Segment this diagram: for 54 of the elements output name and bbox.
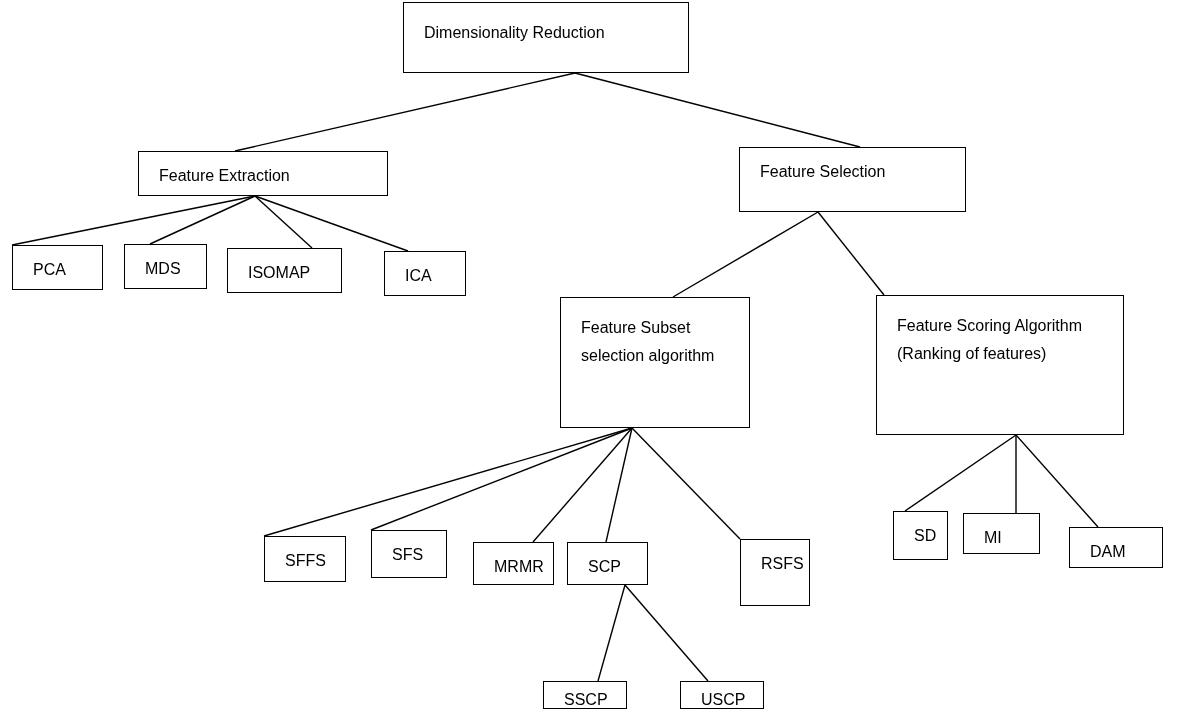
node-label: MDS xyxy=(145,259,181,279)
connector-line xyxy=(817,211,885,296)
node-label: MI xyxy=(984,528,1002,548)
box xyxy=(963,513,1040,554)
box xyxy=(12,245,103,290)
box xyxy=(1069,527,1163,568)
node-label: SFFS xyxy=(285,551,326,571)
connector-line xyxy=(574,72,861,148)
connector-line xyxy=(1015,434,1017,514)
node-label: MRMR xyxy=(494,557,544,577)
node-label: SSCP xyxy=(564,690,608,710)
connector-line xyxy=(904,434,1017,512)
box xyxy=(567,542,648,585)
node-label: Feature Subset selection algorithm xyxy=(581,318,716,366)
node-label: Dimensionality Reduction xyxy=(424,23,605,43)
box xyxy=(740,539,810,606)
node-label: SFS xyxy=(392,545,424,565)
connector-line xyxy=(370,427,633,531)
box xyxy=(473,542,554,585)
node-label: Feature Scoring Algorithm (Ranking of features) xyxy=(897,316,1083,364)
connector-line xyxy=(532,427,633,543)
node-label: ISOMAP xyxy=(248,263,311,283)
connector-line xyxy=(149,195,256,245)
connector-line xyxy=(605,427,633,543)
node-label: ICA xyxy=(405,266,432,286)
connector-line xyxy=(597,584,626,682)
box xyxy=(560,297,750,428)
box xyxy=(371,530,447,578)
box xyxy=(384,251,466,296)
box xyxy=(124,244,207,289)
box xyxy=(403,2,689,73)
node-label: PCA xyxy=(33,260,66,280)
connector-line xyxy=(234,72,576,152)
box xyxy=(138,151,388,196)
node-label: Feature Selection xyxy=(760,162,886,182)
connector-line xyxy=(254,195,409,252)
connector-line xyxy=(624,584,709,682)
box xyxy=(264,536,346,582)
box xyxy=(543,681,627,709)
node-label: SD xyxy=(914,526,937,546)
box xyxy=(680,681,764,709)
box xyxy=(227,248,342,293)
node-label: RSFS xyxy=(761,554,804,574)
node-label: SCP xyxy=(588,557,621,577)
connector-line xyxy=(631,427,741,540)
connector-line xyxy=(254,195,313,249)
connector-line xyxy=(672,211,819,298)
node-label: Feature Extraction xyxy=(159,166,290,186)
connector-line xyxy=(1015,434,1099,528)
box xyxy=(876,295,1124,435)
box xyxy=(739,147,966,212)
node-label: USCP xyxy=(701,690,746,710)
box xyxy=(893,511,948,560)
node-label: DAM xyxy=(1090,542,1126,562)
